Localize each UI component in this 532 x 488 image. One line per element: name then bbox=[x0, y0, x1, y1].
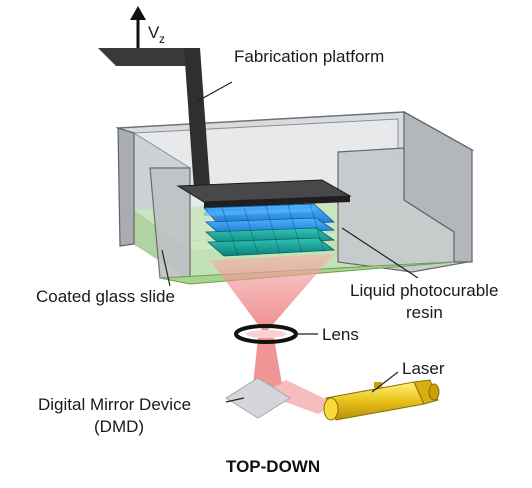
velocity-label: V bbox=[148, 23, 160, 42]
laser-device bbox=[323, 379, 440, 421]
label-lens: Lens bbox=[322, 325, 359, 344]
velocity-arrow bbox=[130, 6, 146, 48]
label-laser: Laser bbox=[402, 359, 445, 378]
diagram-title: TOP-DOWN bbox=[226, 457, 320, 476]
label-dmd-line1: Digital Mirror Device bbox=[38, 395, 191, 414]
leader-dmd bbox=[225, 397, 245, 403]
label-coated-glass-slide: Coated glass slide bbox=[36, 287, 175, 306]
printed-object bbox=[203, 203, 336, 257]
light-beam-upper bbox=[210, 254, 334, 330]
leader-laser bbox=[371, 371, 399, 393]
label-dmd-line2: (DMD) bbox=[94, 417, 144, 436]
label-resin-line2: resin bbox=[406, 303, 443, 322]
fabrication-platform bbox=[98, 48, 352, 208]
leader-glass-slide bbox=[161, 249, 171, 287]
label-resin-line1: Liquid photocurable bbox=[350, 281, 498, 300]
leader-platform bbox=[195, 81, 233, 103]
leader-resin bbox=[341, 227, 419, 279]
velocity-subscript: z bbox=[159, 32, 165, 46]
light-beam-laser bbox=[258, 380, 336, 414]
digital-mirror-device bbox=[225, 377, 291, 419]
label-fabrication-platform: Fabrication platform bbox=[234, 47, 384, 66]
